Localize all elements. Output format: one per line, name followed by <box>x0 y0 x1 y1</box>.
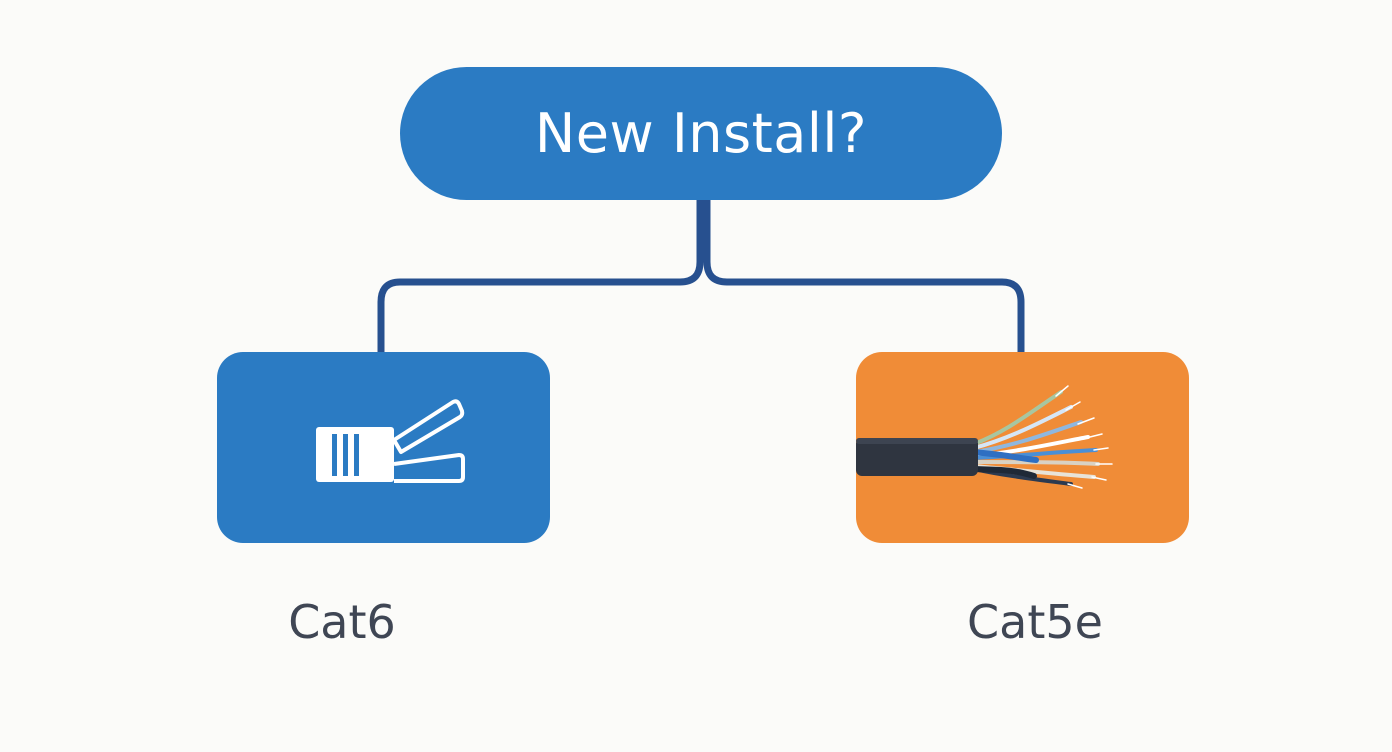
rj45-connector-icon <box>316 399 465 483</box>
decision-node-label: New Install? <box>534 102 868 165</box>
option-label-cat6: Cat6 <box>288 595 396 649</box>
cable-wires-icon <box>856 385 1113 489</box>
connector-right <box>703 196 1025 356</box>
connector-left <box>377 196 704 356</box>
option-card-cat5e <box>856 352 1189 543</box>
decision-node: New Install? <box>400 67 1002 200</box>
option-card-cat6 <box>217 352 550 543</box>
option-label-cat5e: Cat5e <box>967 595 1103 649</box>
